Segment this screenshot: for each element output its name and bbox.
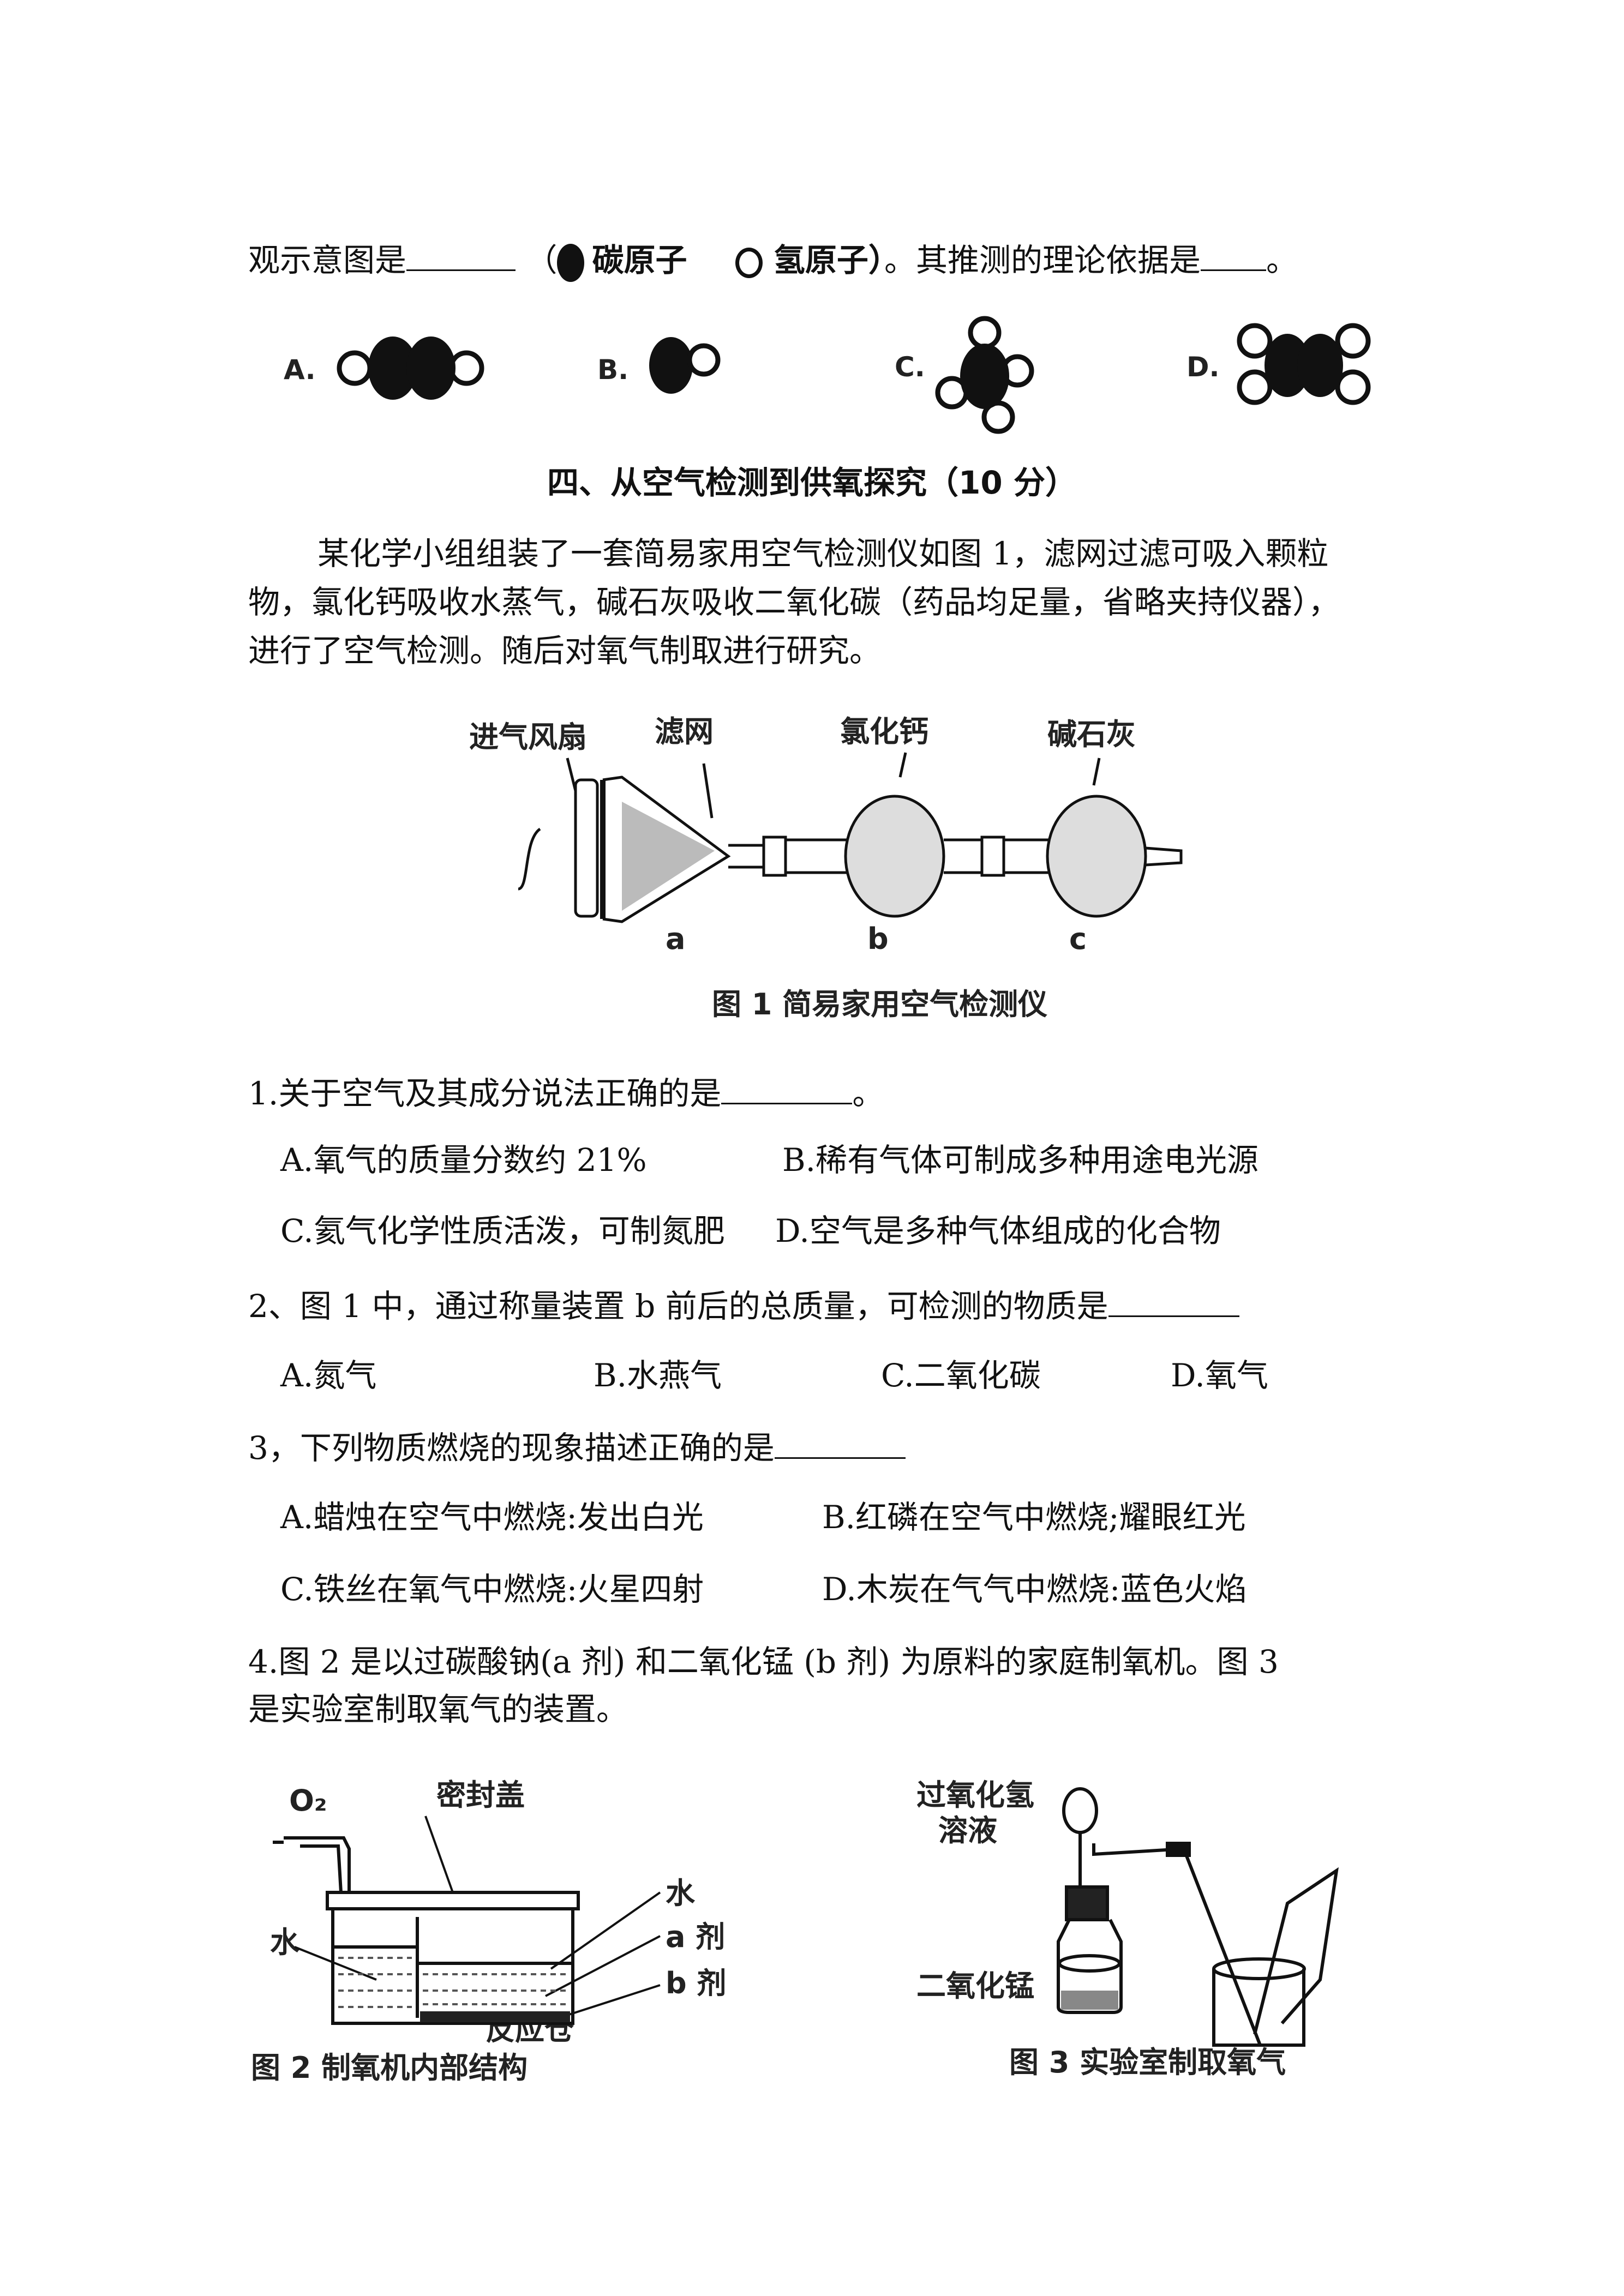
figure-3-lab-oxygen: 过氧化氢 溶液 二氧化锰 图 3 实验室制取氧气 <box>916 1778 1339 2079</box>
label-o2: O₂ <box>289 1783 327 1818</box>
part-c: c <box>1069 922 1087 956</box>
part-b: b <box>867 922 889 956</box>
q2-option-d[interactable]: D.氧气 <box>1171 1357 1268 1394</box>
molecule-options: A. B. C. D. <box>284 316 1371 434</box>
question-intro-line: 观示意图是 （ 碳原子 氢原子）。其推测的理论依据是 。 <box>248 242 1298 282</box>
molecule-option-a: A. <box>284 336 484 400</box>
q1-option-a[interactable]: A.氧气的质量分数约 21% <box>280 1141 647 1179</box>
q3-option-a[interactable]: A.蜡烛在空气中燃烧:发出白光 <box>280 1499 704 1536</box>
hydrogen-atom-icon <box>735 247 763 278</box>
hydrogen-label: 氢原子） <box>773 242 884 279</box>
question-1-stem: 1.关于空气及其成分说法正确的是。 <box>248 1075 884 1112</box>
svg-text:A.: A. <box>284 354 316 386</box>
part-a: a <box>666 922 685 956</box>
molecule-option-b: B. <box>597 337 721 394</box>
answer-blank <box>406 242 516 271</box>
label-h2o2: 过氧化氢 <box>916 1778 1034 1812</box>
svg-text:B.: B. <box>597 354 628 386</box>
label-water-left: 水 <box>270 1925 300 1960</box>
label-agent-a: a 剂 <box>666 1920 725 1954</box>
intro-paragraph-line: 物，氯化钙吸收水蒸气，碱石灰吸收二氧化碳（药品均足量，省略夹持仪器）， <box>248 584 1340 621</box>
figure-2-oxygen-generator: O₂ 密封盖 水 水 a 剂 b 剂 反应仓 图 2 制氧机内部结构 <box>251 1778 726 2085</box>
q2-option-c[interactable]: C.二氧化碳 <box>881 1357 1041 1394</box>
label-filter: 滤网 <box>655 714 714 749</box>
label-lid: 密封盖 <box>436 1778 525 1812</box>
label-cacl2: 氯化钙 <box>840 714 928 749</box>
intro-paragraph-line: 进行了空气检测。随后对氧气制取进行研究。 <box>248 632 882 669</box>
answer-blank <box>1200 242 1266 271</box>
svg-text:C.: C. <box>895 351 925 383</box>
carbon-label: 碳原子 <box>592 242 687 279</box>
label-mno2: 二氧化锰 <box>916 1969 1034 2003</box>
intro-end: 。 <box>1266 242 1298 279</box>
label-agent-b: b 剂 <box>666 1966 726 2000</box>
q1-option-c[interactable]: C.氦气化学性质活泼，可制氮肥 <box>280 1212 725 1249</box>
q3-option-d[interactable]: D.木炭在气气中燃烧:蓝色火焰 <box>822 1571 1247 1608</box>
figure-1-caption: 图 1 简易家用空气检测仪 <box>712 987 1047 1021</box>
question-2-stem: 2、图 1 中，通过称量装置 b 前后的总质量，可检测的物质是 <box>248 1288 1239 1323</box>
label-soda-lime: 碱石灰 <box>1047 717 1136 752</box>
question-3-stem: 3，下列物质燃烧的现象描述正确的是 <box>248 1430 906 1464</box>
intro-suffix: 。其推测的理论依据是 <box>884 242 1201 279</box>
question-4-stem: 4.图 2 是以过碳酸钠(a 剂) 和二氧化锰 (b 剂) 为原料的家庭制氧机。… <box>248 1643 1279 1680</box>
q2-option-b[interactable]: B.水燕气 <box>594 1357 722 1394</box>
molecule-option-c: C. <box>895 316 1034 434</box>
legend-open: （ <box>525 242 558 279</box>
q3-option-b[interactable]: B.红磷在空气中燃烧;耀眼红光 <box>822 1499 1246 1536</box>
carbon-atom-icon <box>557 243 585 282</box>
figure-3-caption: 图 3 实验室制取氧气 <box>1009 2045 1286 2079</box>
intro-prefix: 观示意图是 <box>248 242 407 279</box>
molecule-option-d: D. <box>1186 323 1371 405</box>
q1-option-d[interactable]: D.空气是多种气体组成的化合物 <box>775 1212 1221 1249</box>
svg-text:D.: D. <box>1186 351 1220 383</box>
label-water-right: 水 <box>666 1876 696 1910</box>
section-title: 四、从空气检测到供氧探究（10 分） <box>547 464 1077 501</box>
question-4-stem: 是实验室制取氧气的装置。 <box>248 1691 628 1728</box>
figure-1-air-detector: 进气风扇 滤网 氯化钙 碱石灰 a b c 图 1 简易家用空气检测仪 <box>469 714 1183 1021</box>
q3-option-c[interactable]: C.铁丝在氧气中燃烧:火星四射 <box>280 1571 704 1608</box>
label-fan: 进气风扇 <box>469 720 587 754</box>
q1-option-b[interactable]: B.稀有气体可制成多种用途电光源 <box>782 1141 1259 1179</box>
intro-paragraph-line: 某化学小组组装了一套简易家用空气检测仪如图 1，滤网过滤可吸入颗粒 <box>317 535 1329 572</box>
label-solution: 溶液 <box>938 1813 997 1848</box>
figure-2-caption: 图 2 制氧机内部结构 <box>251 2051 528 2085</box>
q2-option-a[interactable]: A.氮气 <box>280 1357 377 1394</box>
